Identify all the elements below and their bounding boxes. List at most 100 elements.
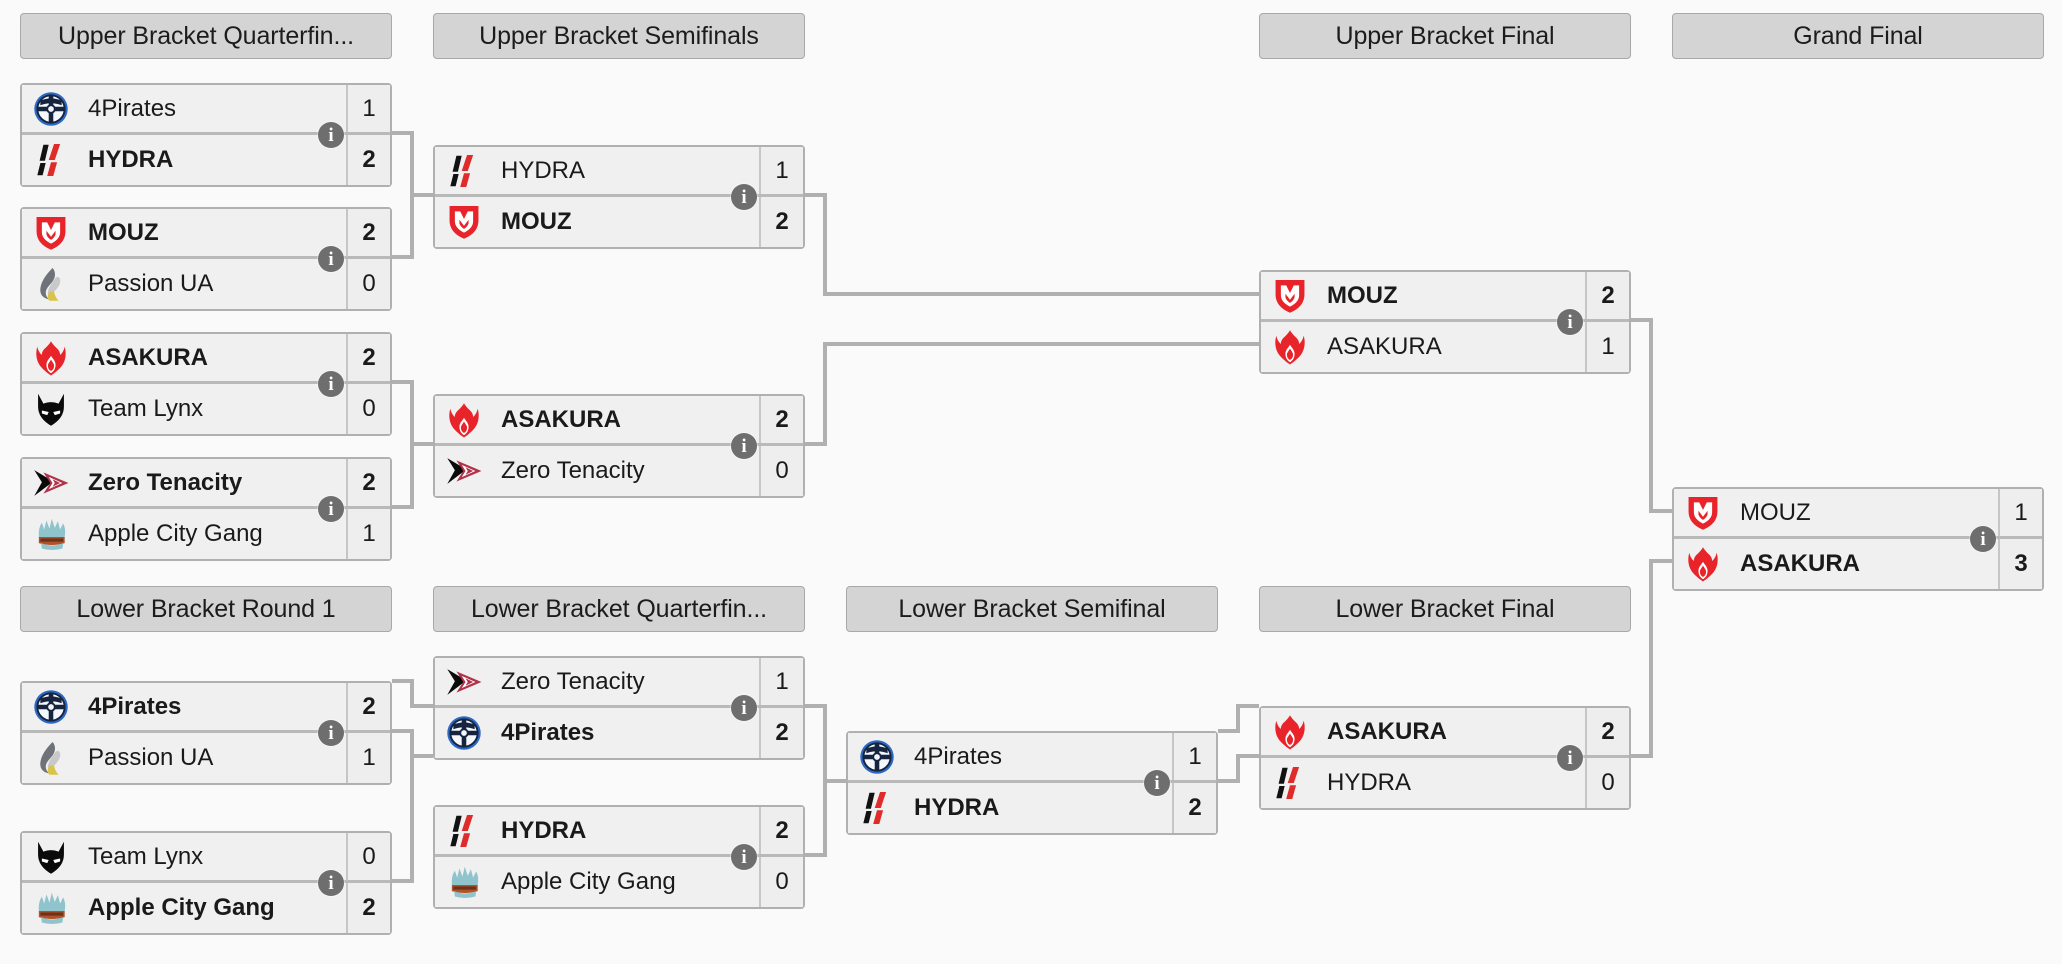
team-row[interactable]: MOUZ 2 [1261,272,1629,322]
match-info-icon[interactable]: i [731,433,757,459]
zerotenacity-logo [28,463,74,503]
connector-lbqf2-to-lbsf1 [805,779,846,857]
team-score: 2 [346,209,390,256]
passionua-logo [28,264,74,304]
team-name: HYDRA [1327,769,1412,796]
mouz-logo [441,202,487,242]
connector-ubfinal-to-grandfinal [1631,318,1672,513]
team-score: 1 [759,658,803,705]
team-score: 2 [1585,272,1629,319]
match-info-icon[interactable]: i [1557,745,1583,771]
match-info-icon[interactable]: i [731,695,757,721]
connector-lbsf1-to-lbfinal [1218,754,1259,783]
connector-ubqf2-to-ubsf1 [392,193,433,259]
team-name: MOUZ [88,218,159,246]
team-name: Team Lynx [88,842,204,870]
team-name: Passion UA [88,744,214,771]
round-header-lb-f: Lower Bracket Final [1259,586,1631,632]
lynx-logo [28,389,74,429]
match-info-icon[interactable]: i [1970,526,1996,552]
team-score: 1 [1585,322,1629,372]
match-info-icon[interactable]: i [1144,770,1170,796]
team-score: 2 [346,334,390,381]
match-info-icon[interactable]: i [318,246,344,272]
asakura-logo [1267,327,1313,367]
4pirates-logo [28,89,74,129]
applecitygang-logo [28,514,74,554]
team-name: ASAKURA [88,343,208,371]
team-score: 0 [346,833,390,880]
team-name: HYDRA [914,794,1000,821]
round-header-lb-sf: Lower Bracket Semifinal [846,586,1218,632]
connector-lbqf1-to-lbsf1 [805,704,846,783]
match-info-icon[interactable]: i [318,870,344,896]
connector-ubqf4-to-ubsf2 [392,442,433,509]
match-info-icon[interactable]: i [1557,309,1583,335]
team-name: Apple City Gang [88,520,263,547]
team-name: MOUZ [501,208,572,235]
4pirates-logo [28,687,74,727]
match-info-icon[interactable]: i [318,122,344,148]
team-name: Apple City Gang [501,868,676,895]
team-score: 2 [346,135,390,185]
round-header-ub-sf: Upper Bracket Semifinals [433,13,805,59]
round-header-ub-qf: Upper Bracket Quarterfin... [20,13,392,59]
team-score: 0 [759,446,803,496]
team-row[interactable]: Zero Tenacity 1 [435,658,803,708]
lynx-logo [28,837,74,877]
team-name: HYDRA [501,156,586,184]
hydra-logo [441,811,487,851]
applecitygang-logo [28,888,74,928]
team-score: 1 [759,147,803,194]
team-name: 4Pirates [88,94,177,122]
team-name: ASAKURA [501,405,621,433]
round-header-ub-f: Upper Bracket Final [1259,13,1631,59]
asakura-logo [441,400,487,440]
team-score: 2 [1172,783,1216,833]
match-info-icon[interactable]: i [318,496,344,522]
team-name: Zero Tenacity [501,667,645,695]
hydra-logo [441,151,487,191]
team-name: MOUZ [1327,281,1398,309]
match-info-icon[interactable]: i [731,184,757,210]
team-score: 2 [1585,708,1629,755]
mouz-logo [28,213,74,253]
team-score: 3 [1998,539,2042,589]
team-score: 0 [1585,758,1629,808]
match-info-icon[interactable]: i [731,844,757,870]
team-score: 1 [1998,489,2042,536]
asakura-logo [28,338,74,378]
connector-ubsf2l-to-lbqf1 [392,679,433,708]
match-info-icon[interactable]: i [318,371,344,397]
passionua-logo [28,738,74,778]
connector-ubqf3-to-ubsf2 [392,380,433,446]
team-name: ASAKURA [1327,717,1447,745]
team-name: 4Pirates [914,742,1003,770]
round-header-lb-r1: Lower Bracket Round 1 [20,586,392,632]
team-name: Zero Tenacity [501,457,645,484]
team-name: Team Lynx [88,395,204,422]
team-score: 1 [1172,733,1216,780]
connector-lbr1m2-to-lbqf1 [392,754,433,883]
connector-ubfinal-loser-to-lbfinal [1218,704,1259,733]
round-header-lb-qf: Lower Bracket Quarterfin... [433,586,805,632]
match-info-icon[interactable]: i [318,720,344,746]
